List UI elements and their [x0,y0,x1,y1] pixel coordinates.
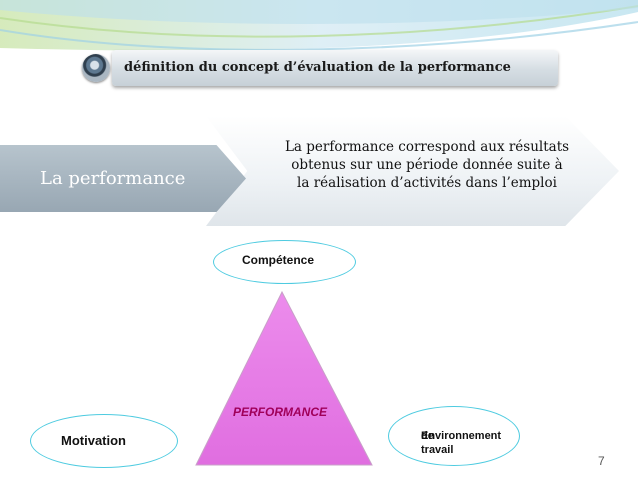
slide-title: définition du concept d’évaluation de la… [124,60,511,75]
page-number: 7 [598,454,605,468]
factor-label-line: de travail [421,430,454,456]
triangle-center-label: PERFORMANCE [233,405,328,419]
factor-environnement: Environnement de travail [388,406,520,466]
definition-line: la réalisation d’activités dans l’emploi [297,175,557,191]
performance-label: La performance [40,168,186,189]
factor-label: Compétence [242,253,315,267]
factor-label-line: Environnement [421,430,502,442]
round-bullet-icon [82,54,110,82]
factor-label: Motivation [61,433,126,448]
factor-motivation: Motivation [30,414,178,468]
definition-text: La performance correspond aux résultats … [262,138,592,192]
performance-label-box [0,145,246,212]
definition-line: obtenus sur une période donnée suite à [291,157,563,173]
factor-competence: Compétence [213,240,356,284]
definition-arrow-box [206,116,619,226]
title-bar [112,50,558,86]
definition-line: La performance correspond aux résultats [284,139,570,155]
performance-triangle [195,290,373,466]
